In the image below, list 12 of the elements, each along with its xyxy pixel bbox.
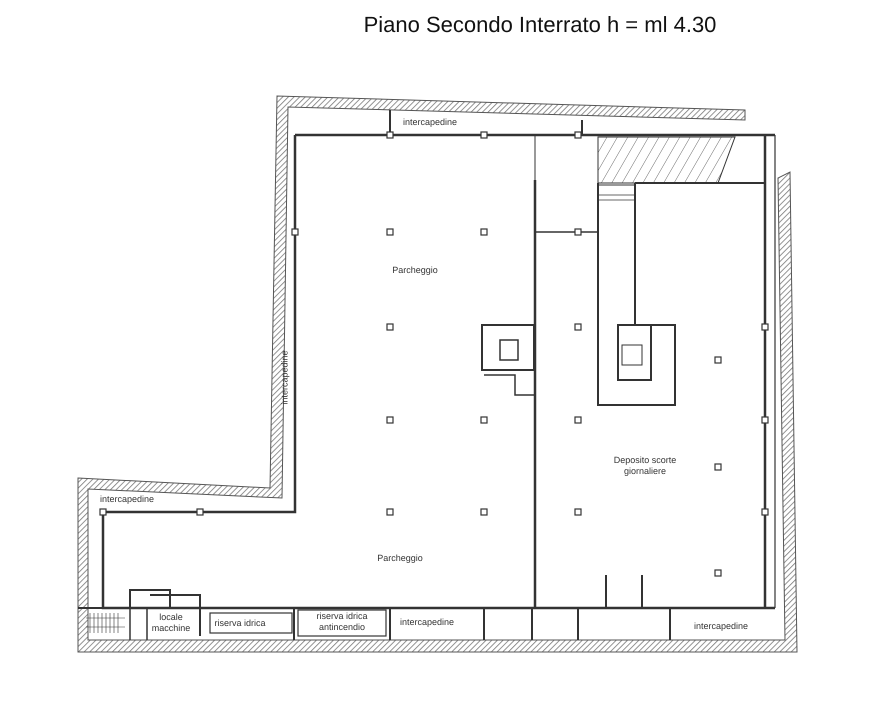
room-label: intercapedine (398, 617, 456, 628)
room-label: intercapedine (692, 621, 750, 632)
room-label: locale macchine (150, 612, 192, 634)
room-label: Parcheggio (391, 265, 439, 276)
room-label: riserva idrica antincendio (315, 611, 368, 633)
room-label: riserva idrica (213, 618, 266, 629)
room-label: intercapedine (402, 117, 458, 128)
room-label: intercapedine (98, 494, 156, 505)
room-label: Parcheggio (376, 553, 424, 564)
room-label: intercapedine (280, 349, 290, 407)
plan-title: Piano Secondo Interrato h = ml 4.30 (362, 12, 718, 38)
room-label: Deposito scorte giornaliere (612, 455, 678, 477)
